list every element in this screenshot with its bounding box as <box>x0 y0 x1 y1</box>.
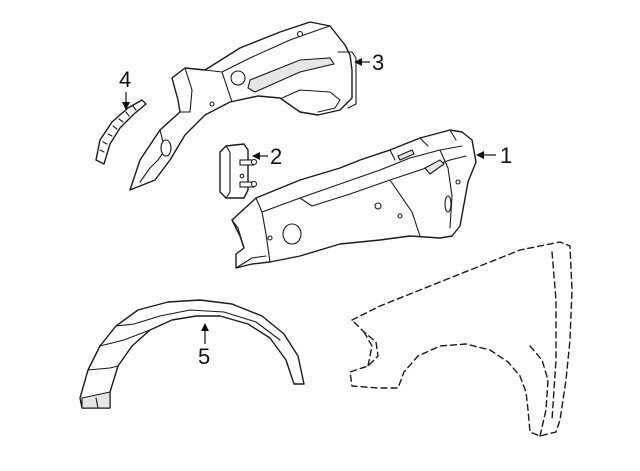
part-4-seal-strip[interactable] <box>95 99 147 165</box>
callout-1: 1 <box>500 143 512 168</box>
part-5-wheel-liner[interactable] <box>79 299 305 409</box>
part-3-apron-panel[interactable] <box>129 21 357 191</box>
callout-leaders <box>122 58 496 344</box>
fender-outline <box>349 241 573 437</box>
part-1-frame-rail[interactable] <box>231 129 477 269</box>
part-2-bracket[interactable] <box>219 143 258 199</box>
arrowhead-5 <box>201 323 209 331</box>
arrowhead-2 <box>252 152 260 160</box>
arrowhead-4 <box>122 102 130 110</box>
callout-3: 3 <box>372 50 384 75</box>
callout-labels: 1 2 3 4 5 <box>119 50 512 369</box>
arrowhead-3 <box>354 58 362 66</box>
callout-5: 5 <box>198 344 210 369</box>
arrowhead-1 <box>476 151 484 159</box>
callout-2: 2 <box>270 144 282 169</box>
callout-4: 4 <box>119 67 131 92</box>
